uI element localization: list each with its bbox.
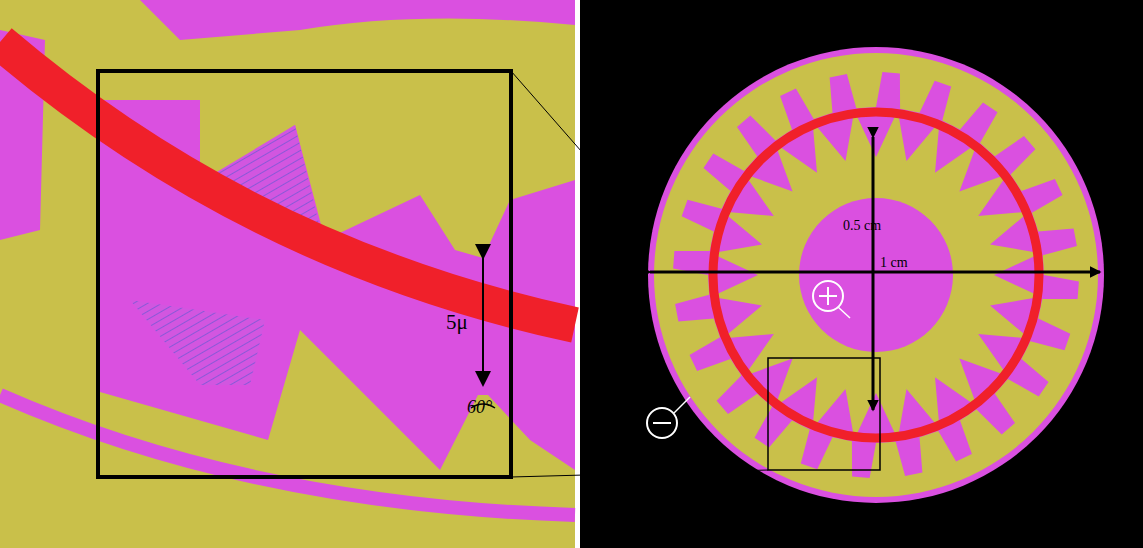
dimension-label: 0.5 cm [843,219,881,233]
angle-label: 60° [467,398,492,416]
dimension-label: 5μ [446,312,468,333]
dimension-label: 1 cm [880,256,908,270]
